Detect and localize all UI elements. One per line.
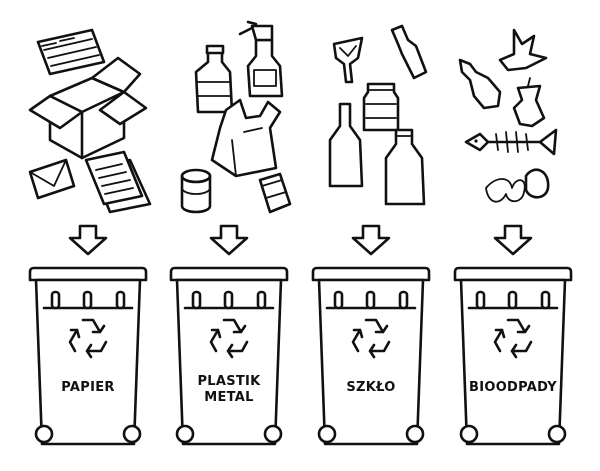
bin-label-papier: PAPIER [61,380,114,395]
bin-papier [28,266,148,446]
soda-can-icon [258,172,292,214]
banana-peel-icon [498,28,548,72]
broken-glass-icon [332,36,364,84]
plastic-bag-icon [210,98,282,178]
bin-label-metal: METAL [204,390,254,405]
milk-bottle-icon [384,128,426,206]
bin-szklo [311,266,431,446]
cardboard-box-icon [28,56,148,160]
arrow-down-icon [351,224,391,256]
bin-bioodpady [453,266,573,446]
potato-peel-icon [485,168,550,203]
tin-can-icon [180,168,212,214]
arrow-down-icon [493,224,533,256]
envelope-icon [28,158,76,200]
bin-plastik-metal [169,266,289,446]
spray-bottle-icon [238,20,284,98]
bin-label-plastik: PLASTIK [197,374,261,389]
fish-bone-icon [464,128,558,156]
bin-label-szklo: SZKŁO [346,380,395,395]
chicken-leg-icon [458,58,502,110]
plastic-bottle-icon [194,44,234,114]
glass-bottle-icon [390,24,428,80]
newspaper-icon [36,28,106,76]
glass-jar-icon [362,82,400,132]
apple-core-icon [512,77,546,128]
arrow-down-icon [209,224,249,256]
bin-label-bioodpady: BIOODPADY [469,380,557,395]
arrow-down-icon [68,224,108,256]
paper-sheets-icon [84,150,152,214]
wine-bottle-icon [328,102,364,188]
